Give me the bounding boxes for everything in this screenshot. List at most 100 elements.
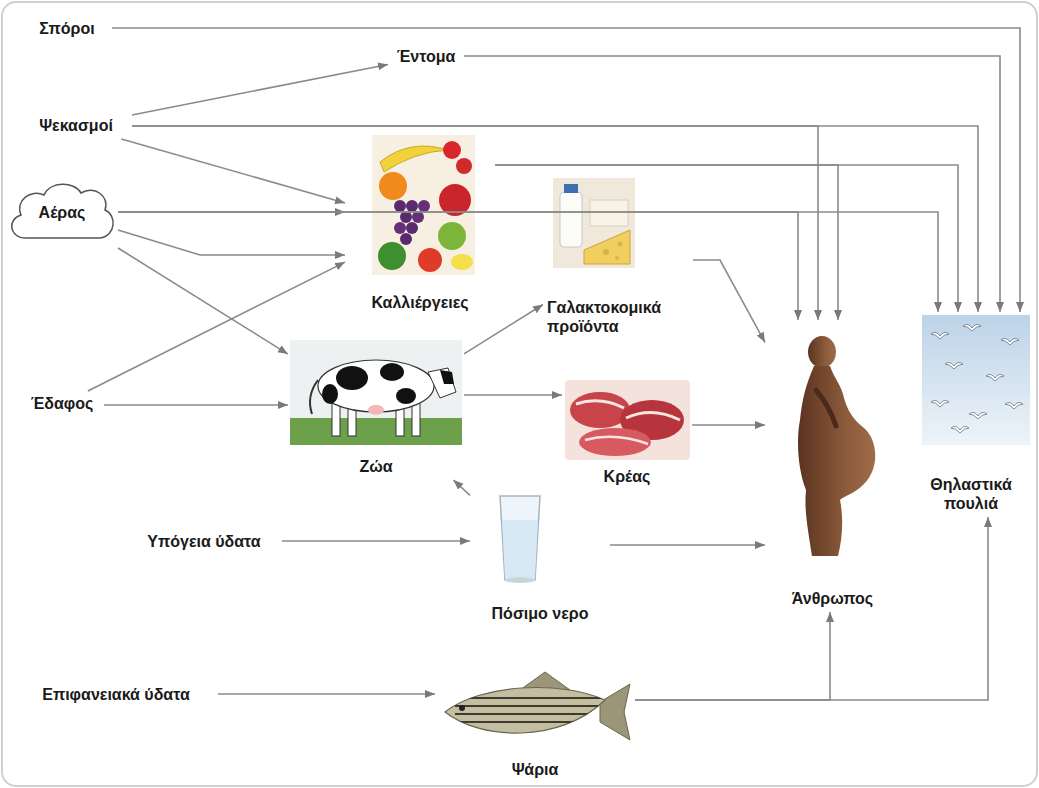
birds-picture (986, 374, 1004, 381)
arrow-connector (88, 262, 345, 391)
text-node: Υπόγεια ύδατα (126, 529, 282, 555)
arrow-connector (453, 480, 470, 495)
dairy-picture (553, 178, 635, 268)
text-node: Έντομα (388, 44, 464, 70)
arrow-connector (464, 305, 543, 354)
arrow-connector (464, 394, 562, 396)
fish-picture (455, 705, 610, 707)
node-label: Κρέας (604, 467, 651, 486)
cow-picture (428, 368, 456, 398)
node-label: Σπόροι (39, 19, 94, 38)
birds-picture (951, 426, 969, 433)
text-node: Επιφανειακά ύδατα (14, 682, 218, 708)
node-label: Γαλακτοκομικά προϊόντα (547, 298, 693, 336)
picture-node: Ψάρια (435, 675, 635, 783)
cow-picture (322, 384, 338, 404)
human-picture (808, 336, 836, 368)
crops-picture (379, 172, 407, 200)
arrow-connector (104, 404, 288, 406)
crops-picture (406, 200, 418, 212)
arrow-connector (495, 165, 838, 320)
arrow-connector (118, 230, 345, 255)
node-label: Έδαφος (31, 394, 94, 413)
arrow-connector (121, 139, 345, 203)
crops-picture (400, 233, 412, 245)
picture-node: Πόσιμο νερο (470, 492, 610, 627)
crops-picture (372, 135, 475, 275)
arrow-connector (282, 540, 470, 542)
meat-picture (626, 412, 680, 420)
fish-picture (460, 697, 610, 699)
node-label: Ψάρια (512, 760, 559, 779)
crops-picture (443, 141, 461, 159)
arrow-connector (495, 165, 958, 312)
fish-picture (445, 688, 605, 734)
crops-picture (372, 135, 475, 275)
cow-picture (336, 366, 368, 390)
cow-picture (318, 360, 434, 412)
fish-picture (445, 672, 630, 740)
arrow-connector (693, 260, 765, 342)
text-node: Σπόροι (22, 16, 112, 42)
human-picture (798, 366, 875, 556)
arrow-connector (610, 544, 765, 546)
crops-picture (438, 222, 466, 250)
cloud-outline (12, 184, 113, 238)
meat-picture (585, 437, 648, 444)
node-label: Άνθρωπος (792, 589, 873, 608)
arrow-connector (692, 424, 765, 426)
birds-picture (922, 315, 1030, 445)
arrow-connector (635, 612, 830, 700)
picture-node: Κρέας (562, 378, 692, 490)
birds-picture (969, 412, 987, 419)
birds-picture (931, 332, 949, 339)
picture-node: Καλλιέργειες (345, 133, 495, 316)
node-label: Έντομα (397, 47, 456, 66)
cow-picture (380, 363, 404, 381)
glass-picture (500, 496, 540, 580)
arrow-connector (464, 56, 1000, 312)
dairy-picture (553, 178, 635, 268)
cow-picture (396, 388, 416, 404)
birds-picture (1005, 402, 1023, 409)
meat-picture (576, 401, 624, 408)
fish-picture (455, 698, 610, 722)
node-label: Επιφανειακά ύδατα (42, 685, 189, 704)
node-label: Ψεκασμοί (39, 116, 113, 135)
fish-picture (455, 713, 610, 715)
meat-picture (565, 380, 690, 460)
crops-picture (406, 222, 418, 234)
node-label: Θηλαστικά πουλιά (907, 475, 1035, 513)
birds-picture (945, 362, 963, 369)
birds-picture (1001, 338, 1019, 345)
arrow-connector (132, 65, 388, 116)
cloud-node: Αέρας (6, 178, 118, 248)
birds-picture (931, 400, 949, 407)
meat-picture (579, 428, 651, 456)
arrow-connector (218, 693, 435, 695)
dairy-picture (590, 200, 628, 226)
crops-picture (380, 146, 448, 172)
crops-picture (456, 158, 472, 174)
picture-node: Θηλαστικά πουλιά (907, 312, 1035, 517)
dairy-picture (615, 256, 619, 260)
cow-picture (290, 340, 462, 420)
crops-picture (418, 200, 430, 212)
crops-picture (418, 248, 442, 272)
arrow-connector (118, 212, 938, 312)
cow-picture (368, 405, 384, 415)
node-label: Καλλιέργειες (371, 293, 468, 312)
picture-node: Άνθρωπος (765, 320, 900, 612)
glass-picture (505, 577, 535, 583)
meat-picture (565, 380, 690, 460)
arrow-connector (118, 248, 288, 354)
birds-picture (963, 324, 981, 331)
dairy-picture (618, 242, 623, 247)
arrow-connector (635, 517, 988, 700)
dairy-picture (584, 230, 630, 264)
node-label: Πόσιμο νερο (492, 604, 589, 623)
